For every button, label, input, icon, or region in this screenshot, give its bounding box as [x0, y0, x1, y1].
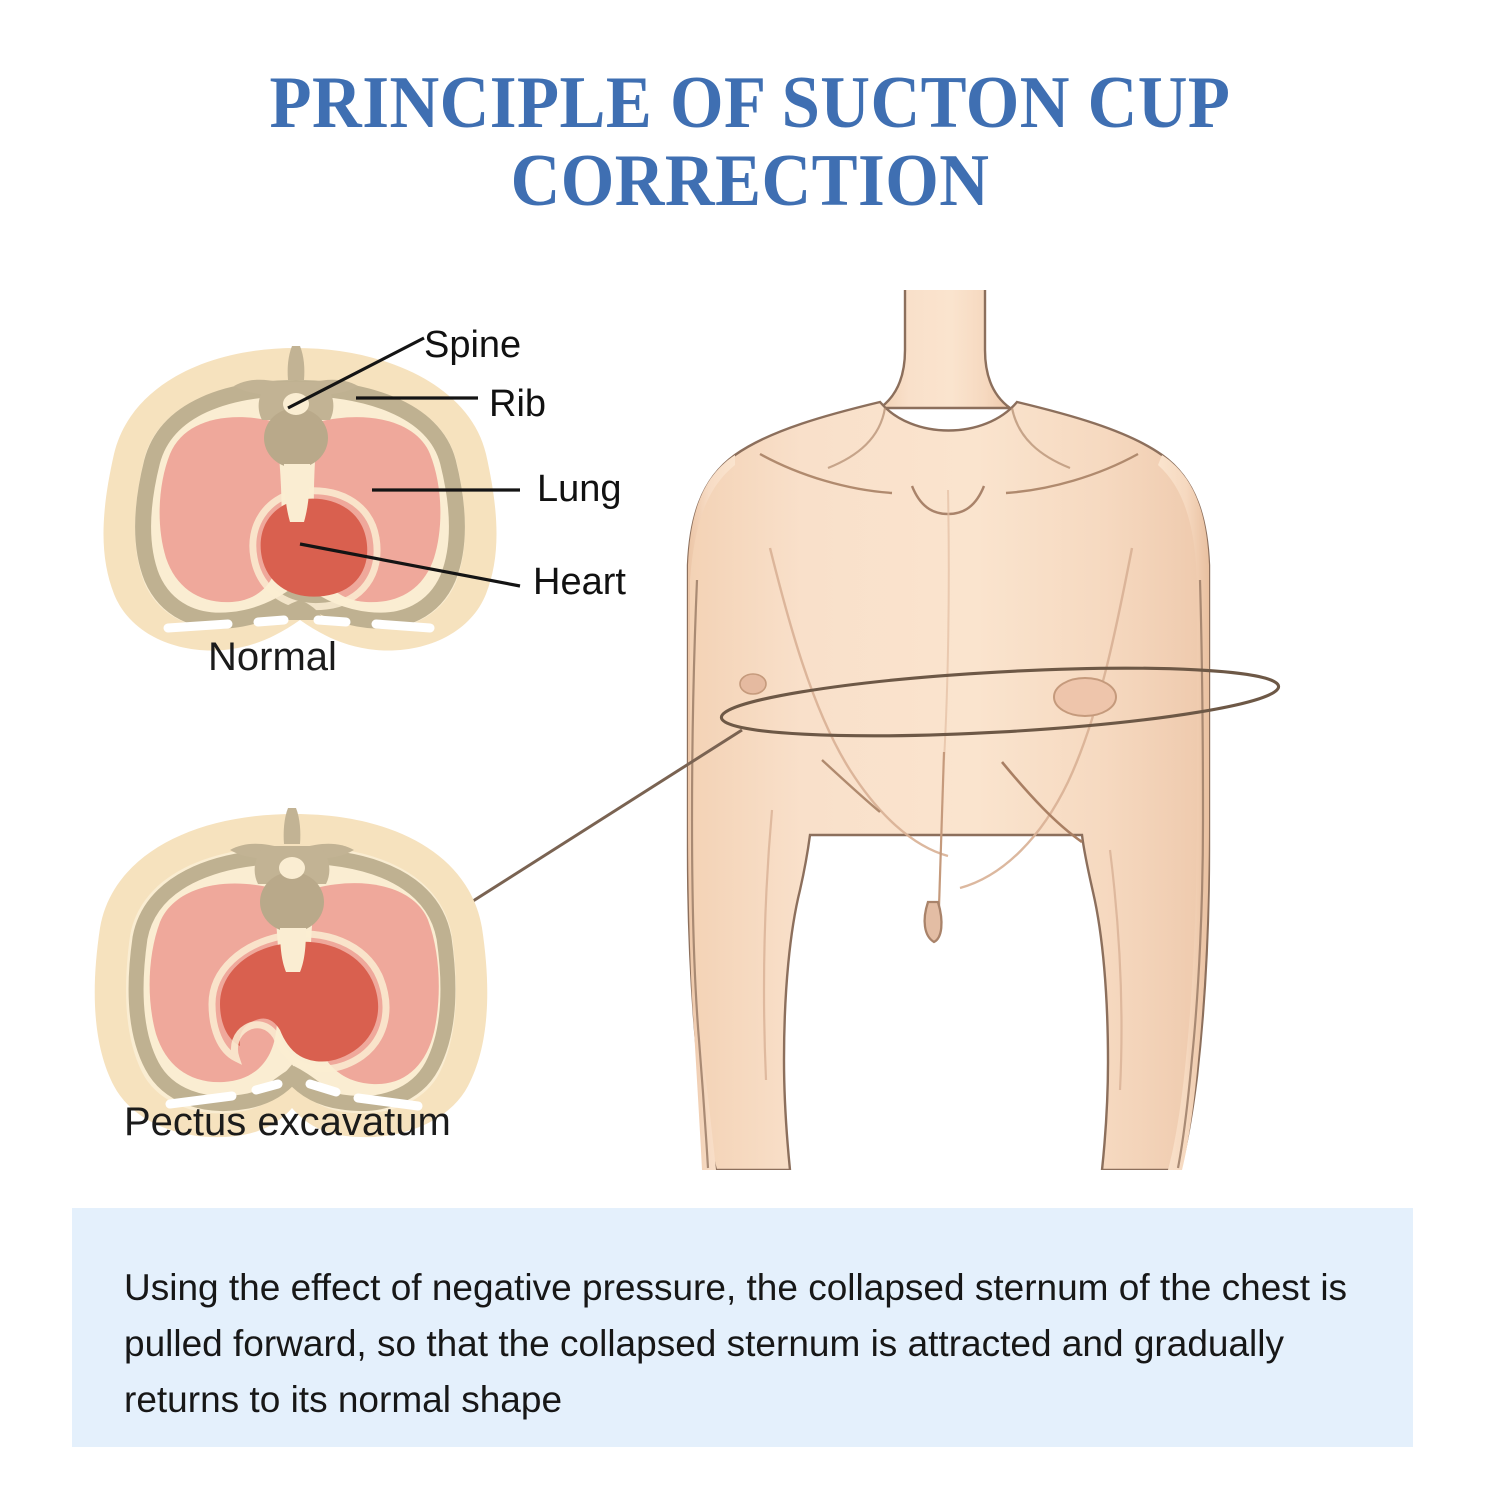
caption-normal: Normal	[208, 635, 337, 679]
leader-heart	[299, 542, 521, 588]
callout-leader-lines	[287, 336, 521, 588]
cross-section-normal	[103, 346, 497, 651]
connector-line	[461, 728, 743, 910]
page-title: PRINCIPLE OF SUCTON CUP CORRECTION	[0, 64, 1500, 221]
caption-pectus-excavatum: Pectus excavatum	[124, 1100, 451, 1144]
callout-label-spine: Spine	[424, 324, 522, 366]
info-panel: Using the effect of negative pressure, t…	[72, 1208, 1413, 1447]
spine-shape	[234, 346, 358, 522]
cross-section-pectus	[94, 808, 488, 1138]
torso-illustration	[686, 290, 1281, 1170]
leader-spine	[287, 336, 425, 410]
info-panel-text: Using the effect of negative pressure, t…	[124, 1267, 1348, 1421]
page-title-line-1: PRINCIPLE OF SUCTON CUP	[269, 62, 1231, 144]
illustration-area	[0, 290, 1500, 1170]
spine-shape-pectus	[230, 808, 354, 972]
page-title-line-2: CORRECTION	[510, 140, 990, 223]
callout-label-lung: Lung	[537, 468, 622, 510]
callout-label-heart: Heart	[533, 561, 626, 603]
cross-section-plane	[719, 666, 1281, 738]
callout-label-rib: Rib	[489, 383, 547, 425]
